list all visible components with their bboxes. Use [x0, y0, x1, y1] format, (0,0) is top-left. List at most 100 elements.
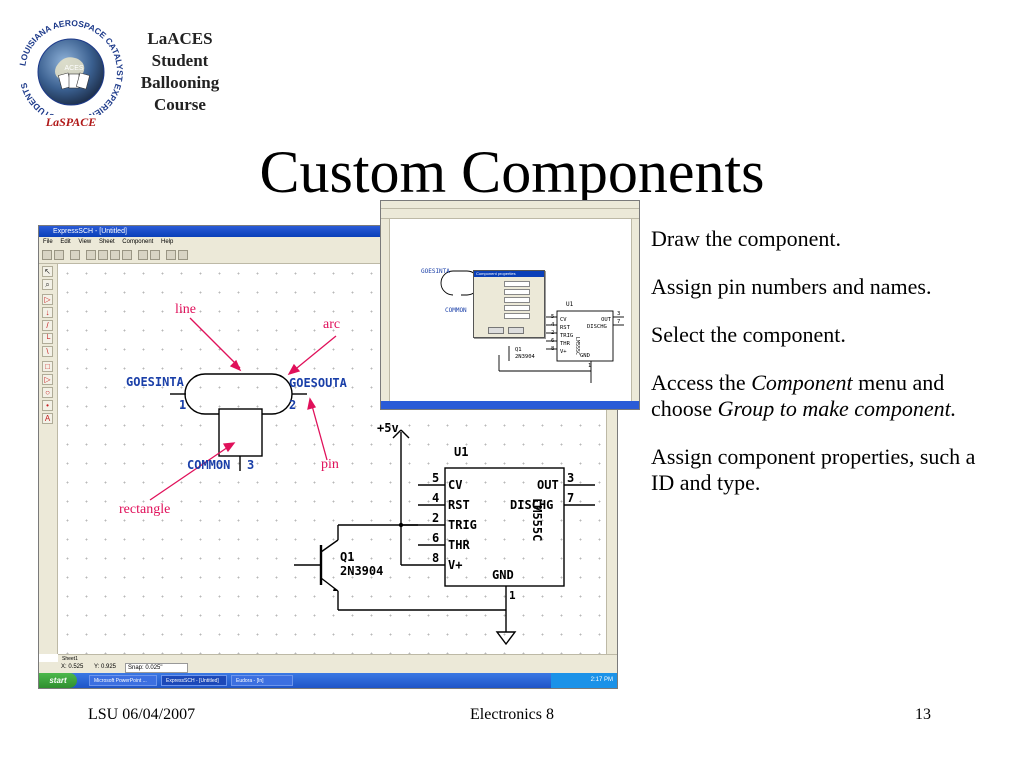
inset-pin-name: THR: [560, 341, 570, 347]
zoom-in-icon[interactable]: [86, 250, 96, 260]
inset-gnd-pin: 1: [588, 363, 592, 369]
taskbar-item[interactable]: Eudora - [In]: [231, 675, 293, 686]
laspace-logo: LOUISIANA AEROSPACE CATALYST EXPERIENCES…: [16, 12, 126, 130]
taskbar-item[interactable]: Microsoft PowerPoint ...: [89, 675, 157, 686]
menu-component[interactable]: Component: [122, 239, 154, 245]
vertical-scrollbar[interactable]: [606, 264, 617, 656]
pan-icon[interactable]: [166, 250, 176, 260]
inset-tools: [381, 219, 390, 403]
diagonal-tool-icon[interactable]: \: [42, 346, 53, 357]
arc-tool-icon[interactable]: ▷: [42, 374, 53, 385]
course-title-line: Student: [151, 51, 209, 70]
inset-pin-num: 7: [617, 319, 621, 325]
junction-tool-icon[interactable]: •: [42, 400, 53, 411]
inset-pin-num: 4: [551, 322, 555, 328]
dialog-field[interactable]: [504, 313, 530, 319]
wire-tool-icon[interactable]: └: [42, 333, 53, 344]
dialog-ok-button[interactable]: [488, 327, 504, 334]
triangle-tool-icon[interactable]: ▷: [42, 294, 53, 305]
menu-help[interactable]: Help: [161, 239, 174, 245]
zoom-fit-icon[interactable]: [122, 250, 132, 260]
snap-select[interactable]: Snap: 0.025": [125, 663, 188, 673]
dialog-field[interactable]: [504, 305, 530, 311]
inset-pin-nums-left: 5 4 2 6 8: [551, 313, 554, 353]
system-tray-clock: 2:17 PM: [551, 673, 617, 688]
inset-pin-name: DISCHG: [587, 324, 607, 330]
rectangle-tool-icon[interactable]: □: [42, 361, 53, 372]
lm555-body: [444, 467, 565, 587]
inset-pin-num: 2: [551, 330, 555, 336]
inset-gnd-label: GND: [580, 353, 590, 359]
dialog-type-field[interactable]: [504, 289, 530, 295]
component-arc-left: [184, 373, 219, 415]
footer-course: Electronics 8: [470, 706, 554, 723]
course-title-line: Ballooning: [140, 73, 220, 92]
component-menu-name: Component: [751, 370, 853, 395]
move-icon[interactable]: [178, 250, 188, 260]
inset-net-common: COMMON: [445, 307, 467, 314]
windows-taskbar: start Microsoft PowerPoint ... ExpressSC…: [39, 673, 617, 688]
save-icon[interactable]: [54, 250, 64, 260]
component-icon[interactable]: [138, 250, 148, 260]
undo-icon[interactable]: [70, 250, 80, 260]
step-2: Assign pin numbers and names.: [651, 274, 932, 299]
inset-transistor-part: 2N3904: [515, 354, 535, 360]
menu-edit[interactable]: Edit: [60, 239, 71, 245]
inset-pin-names-left: CV RST TRIG THR V+: [560, 316, 573, 356]
step-4-text: Access the: [651, 370, 752, 395]
group-command-name: Group to make component.: [717, 396, 957, 421]
start-button[interactable]: start: [39, 673, 77, 688]
inset-net-left: GOESINTA: [421, 268, 450, 275]
slide-title: Custom Components: [259, 139, 765, 205]
dialog-field[interactable]: [504, 297, 530, 303]
zoom-tool-icon[interactable]: ⌕: [42, 279, 53, 290]
pin-annotation-arrow: [310, 401, 328, 461]
logo-badge-text: LaSPACE: [45, 115, 96, 129]
text-tool-icon[interactable]: A: [42, 413, 53, 424]
inset-pin-num: 3: [617, 311, 621, 317]
open-icon[interactable]: [42, 250, 52, 260]
step-3: Select the component.: [651, 322, 846, 347]
menu-sheet[interactable]: Sheet: [98, 239, 115, 245]
inset-pin-name: OUT: [601, 317, 611, 323]
select-arrow-icon[interactable]: ↖: [42, 266, 53, 277]
step-4: Access the Component menu and choose Gro…: [651, 370, 981, 422]
horizontal-scrollbar[interactable]: Sheet1: [58, 654, 617, 663]
inset-vscroll[interactable]: [631, 219, 639, 403]
menu-bar: File Edit View Sheet Component Help: [39, 237, 617, 247]
zoom-area-icon[interactable]: [110, 250, 120, 260]
step-1: Draw the component.: [651, 226, 841, 251]
arc-annotation-arrow: [291, 335, 337, 373]
line-annotation-arrow: [189, 317, 241, 369]
inset-pin-name: CV: [560, 317, 567, 323]
menu-view[interactable]: View: [78, 239, 92, 245]
menu-file[interactable]: File: [43, 239, 53, 245]
inset-pin-num: 6: [551, 338, 555, 344]
status-bar: X: 0.525 Y: 0.925 Snap: 0.025": [39, 662, 617, 673]
pin-tool-icon[interactable]: ↓: [42, 307, 53, 318]
rotate-icon[interactable]: [150, 250, 160, 260]
zoom-out-icon[interactable]: [98, 250, 108, 260]
sheet-tab[interactable]: Sheet1: [62, 656, 78, 662]
line-tool-icon[interactable]: /: [42, 320, 53, 331]
slide-number: 13: [915, 706, 931, 723]
drawing-tools: ↖ ⌕ ▷ ↓ / └ \ □ ▷ ○ • A: [39, 264, 58, 654]
component-arc: [205, 373, 293, 415]
step-5: Assign component properties, such a ID a…: [651, 444, 976, 495]
inset-taskbar: [381, 401, 639, 409]
inset-transistor-ref: Q1: [515, 347, 522, 353]
course-title-line: Course: [154, 95, 206, 114]
dialog-title: Component properties: [474, 271, 544, 277]
inset-pin-name: V+: [560, 349, 567, 355]
inset-title-bar: [381, 201, 639, 209]
circle-tool-icon[interactable]: ○: [42, 387, 53, 398]
dialog-cancel-button[interactable]: [508, 327, 524, 334]
inset-toolbar: [381, 209, 639, 219]
dialog-id-field[interactable]: [504, 281, 530, 287]
taskbar-item[interactable]: ExpressSCH - [Untitled]: [161, 675, 227, 686]
inset-pin-num: 5: [551, 314, 555, 320]
step-4-text: menu and choose: [651, 370, 945, 421]
logo-center-text: ACES: [64, 65, 83, 72]
status-x: X: 0.525: [61, 664, 84, 670]
